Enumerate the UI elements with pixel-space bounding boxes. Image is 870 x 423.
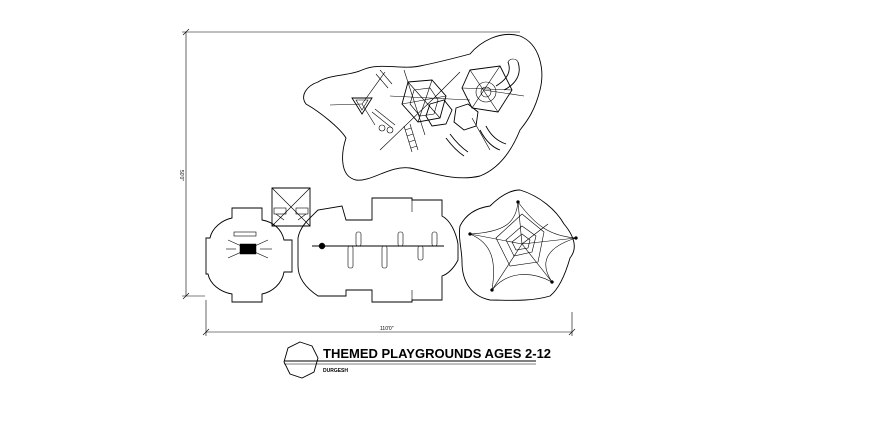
rope-net-pyramid <box>459 189 578 301</box>
spinner-unit <box>205 207 293 303</box>
drawing-subtitle: DURGESH <box>323 368 348 374</box>
horizontal-dimension: 110'0" <box>202 300 576 336</box>
vertical-dimension: 50'0" <box>178 28 520 300</box>
main-play-structure <box>303 34 543 181</box>
drawing-title: THEMED PLAYGROUNDS AGES 2-12 <box>323 346 551 361</box>
vertical-dimension-label: 50'0" <box>178 170 184 181</box>
title-emblem-icon <box>283 341 319 379</box>
dig-pit <box>271 187 311 227</box>
play-deck <box>297 197 459 303</box>
title-block: THEMED PLAYGROUNDS AGES 2-12 DURGESH <box>283 341 551 379</box>
stair-slides <box>375 69 469 157</box>
horizontal-dimension-label: 110'0" <box>380 326 394 332</box>
